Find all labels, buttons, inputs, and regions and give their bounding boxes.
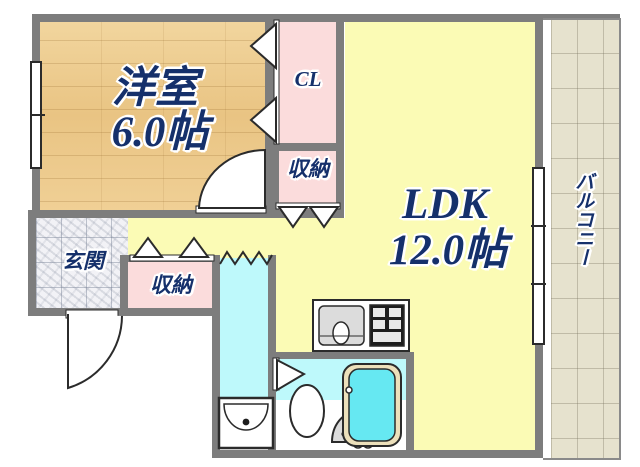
storage-bedroom-folding-doors[interactable] [275, 202, 342, 229]
label-storage-entry: 収納 [150, 273, 192, 297]
balcony-outer-rail-bottom [543, 458, 621, 460]
room-entrance [36, 212, 128, 312]
balcony-outer-rail-top [543, 18, 621, 20]
wall-entrance-left [28, 210, 36, 316]
bedroom-door[interactable] [195, 148, 270, 214]
bathroom-door[interactable] [272, 357, 307, 392]
wall-storage1-bottom [271, 210, 344, 218]
wall-kitchen-bathroom [268, 352, 414, 359]
kitchen-counter [312, 299, 410, 352]
entrance-door[interactable] [65, 309, 158, 392]
label-bedroom-name: 洋室 [112, 63, 198, 113]
room-closet [278, 18, 336, 143]
label-ldk-name: LDK [402, 181, 488, 228]
gas-stove [369, 304, 405, 347]
room-bedroom [40, 18, 265, 213]
balcony-sliding-door[interactable] [529, 166, 549, 346]
toilet [289, 384, 325, 438]
bathtub [342, 363, 402, 447]
closet-folding-doors[interactable] [249, 19, 280, 145]
label-ldk-size: 12.0帖 [388, 227, 508, 274]
wall-entrance-right [120, 255, 128, 316]
wall-closet-bottom [271, 143, 344, 151]
wall-hallway-bottom [212, 450, 412, 458]
wall-ldk-bottom [406, 450, 542, 458]
label-bedroom-size: 6.0帖 [90, 110, 230, 156]
room-hallway [219, 258, 273, 398]
wall-storage1-left [271, 143, 279, 218]
wall-storage-entry-bottom [120, 308, 220, 316]
balcony-outer-rail-right [619, 18, 621, 460]
wall-top [32, 14, 542, 22]
washbasin [217, 396, 275, 450]
wall-top-balcony [542, 14, 620, 20]
storage-entry-folding-doors[interactable] [129, 236, 215, 262]
wall-closet-right [336, 14, 344, 210]
wall-hallway-left [212, 255, 220, 455]
room-storage-entry [128, 262, 212, 314]
label-entrance: 玄関 [62, 249, 104, 273]
label-closet: CL [294, 67, 322, 91]
bedroom-size-text: 6.0帖 [111, 109, 209, 156]
hallway-ldk-accordion-door[interactable] [219, 250, 273, 266]
kitchen-sink [318, 305, 365, 346]
wall-bedroom-bottom [32, 210, 268, 218]
wall-hallway-right [268, 255, 276, 358]
bedroom-window[interactable] [28, 60, 46, 170]
label-storage-bedroom: 収納 [287, 157, 329, 181]
room-balcony [551, 18, 619, 458]
label-balcony: バルコニー [572, 172, 595, 267]
wall-bathroom-right [406, 352, 414, 458]
room-storage-bedroom [278, 150, 336, 210]
